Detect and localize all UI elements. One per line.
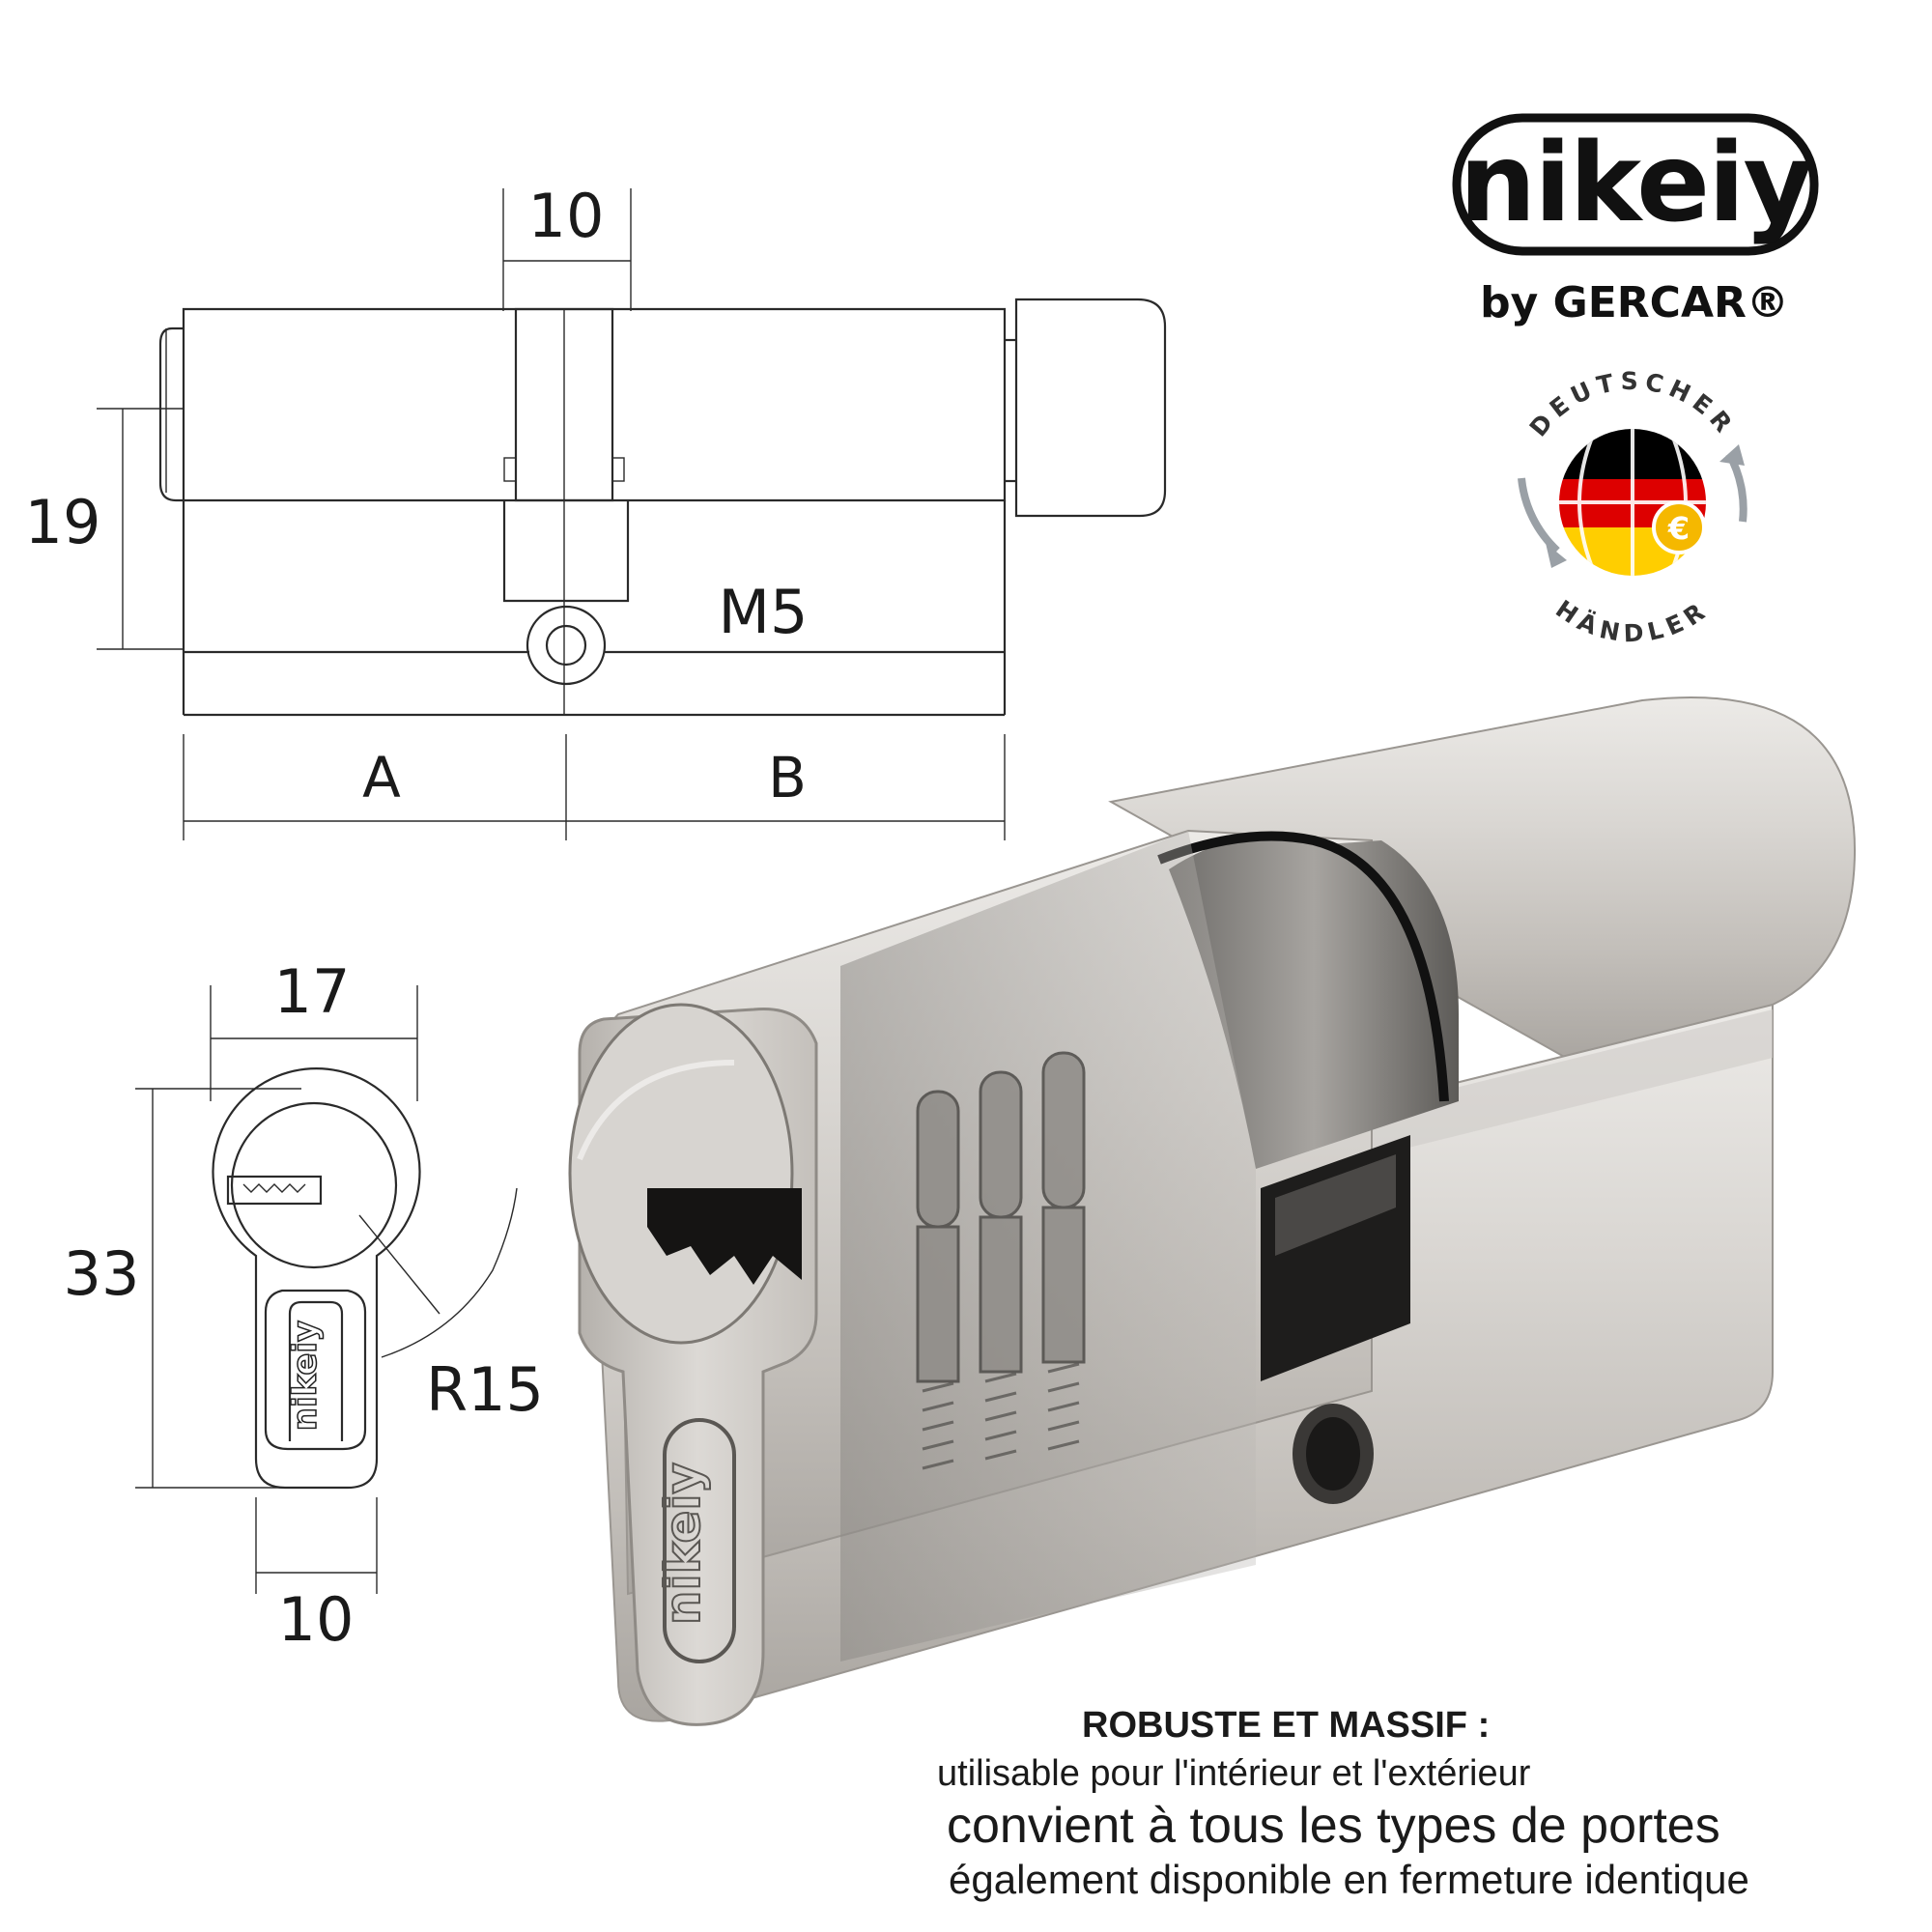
caption-line-2: utilisable pour l'intérieur et l'extérie… xyxy=(937,1753,1531,1794)
dim-profile-bottom: 10 xyxy=(278,1584,355,1655)
profile-engraving: nikeiy xyxy=(286,1321,325,1431)
dim-profile-height: 33 xyxy=(64,1238,140,1309)
dim-top-width: 10 xyxy=(528,181,605,251)
caption-line-4: également disponible en fermeture identi… xyxy=(949,1857,1749,1902)
logo-byline: by GERCAR® xyxy=(1480,278,1789,327)
cylinder-profile-drawing: 17 nikeiy 33 R15 10 xyxy=(64,956,544,1655)
dim-profile-radius: R15 xyxy=(426,1354,544,1425)
lock-cylinder-image: nikeiy xyxy=(568,696,1857,1726)
cylinder-engraving: nikeiy xyxy=(655,1463,711,1625)
caption-heading: ROBUSTE ET MASSIF : xyxy=(1082,1705,1491,1746)
euro-coin-icon xyxy=(1652,500,1706,554)
cylinder-side-drawing: 10 19 M5 A xyxy=(25,181,1167,840)
dim-length-b: B xyxy=(768,745,807,810)
brand-logo: nikeiy by GERCAR® xyxy=(1452,113,1819,327)
dim-screw: M5 xyxy=(719,577,809,647)
german-dealer-badge: DEUTSCHER HÄNDLER € xyxy=(1518,367,1747,648)
caption-line-3: convient à tous les types de portes xyxy=(947,1798,1720,1854)
badge-text-bottom: HÄNDLER xyxy=(1550,595,1708,648)
logo-text: nikeiy xyxy=(1460,121,1812,246)
dim-length-a: A xyxy=(362,745,401,810)
dim-height: 19 xyxy=(25,487,101,557)
svg-text:€: € xyxy=(1667,510,1690,547)
svg-text:HÄNDLER: HÄNDLER xyxy=(1550,595,1714,648)
dim-profile-width: 17 xyxy=(274,956,351,1027)
